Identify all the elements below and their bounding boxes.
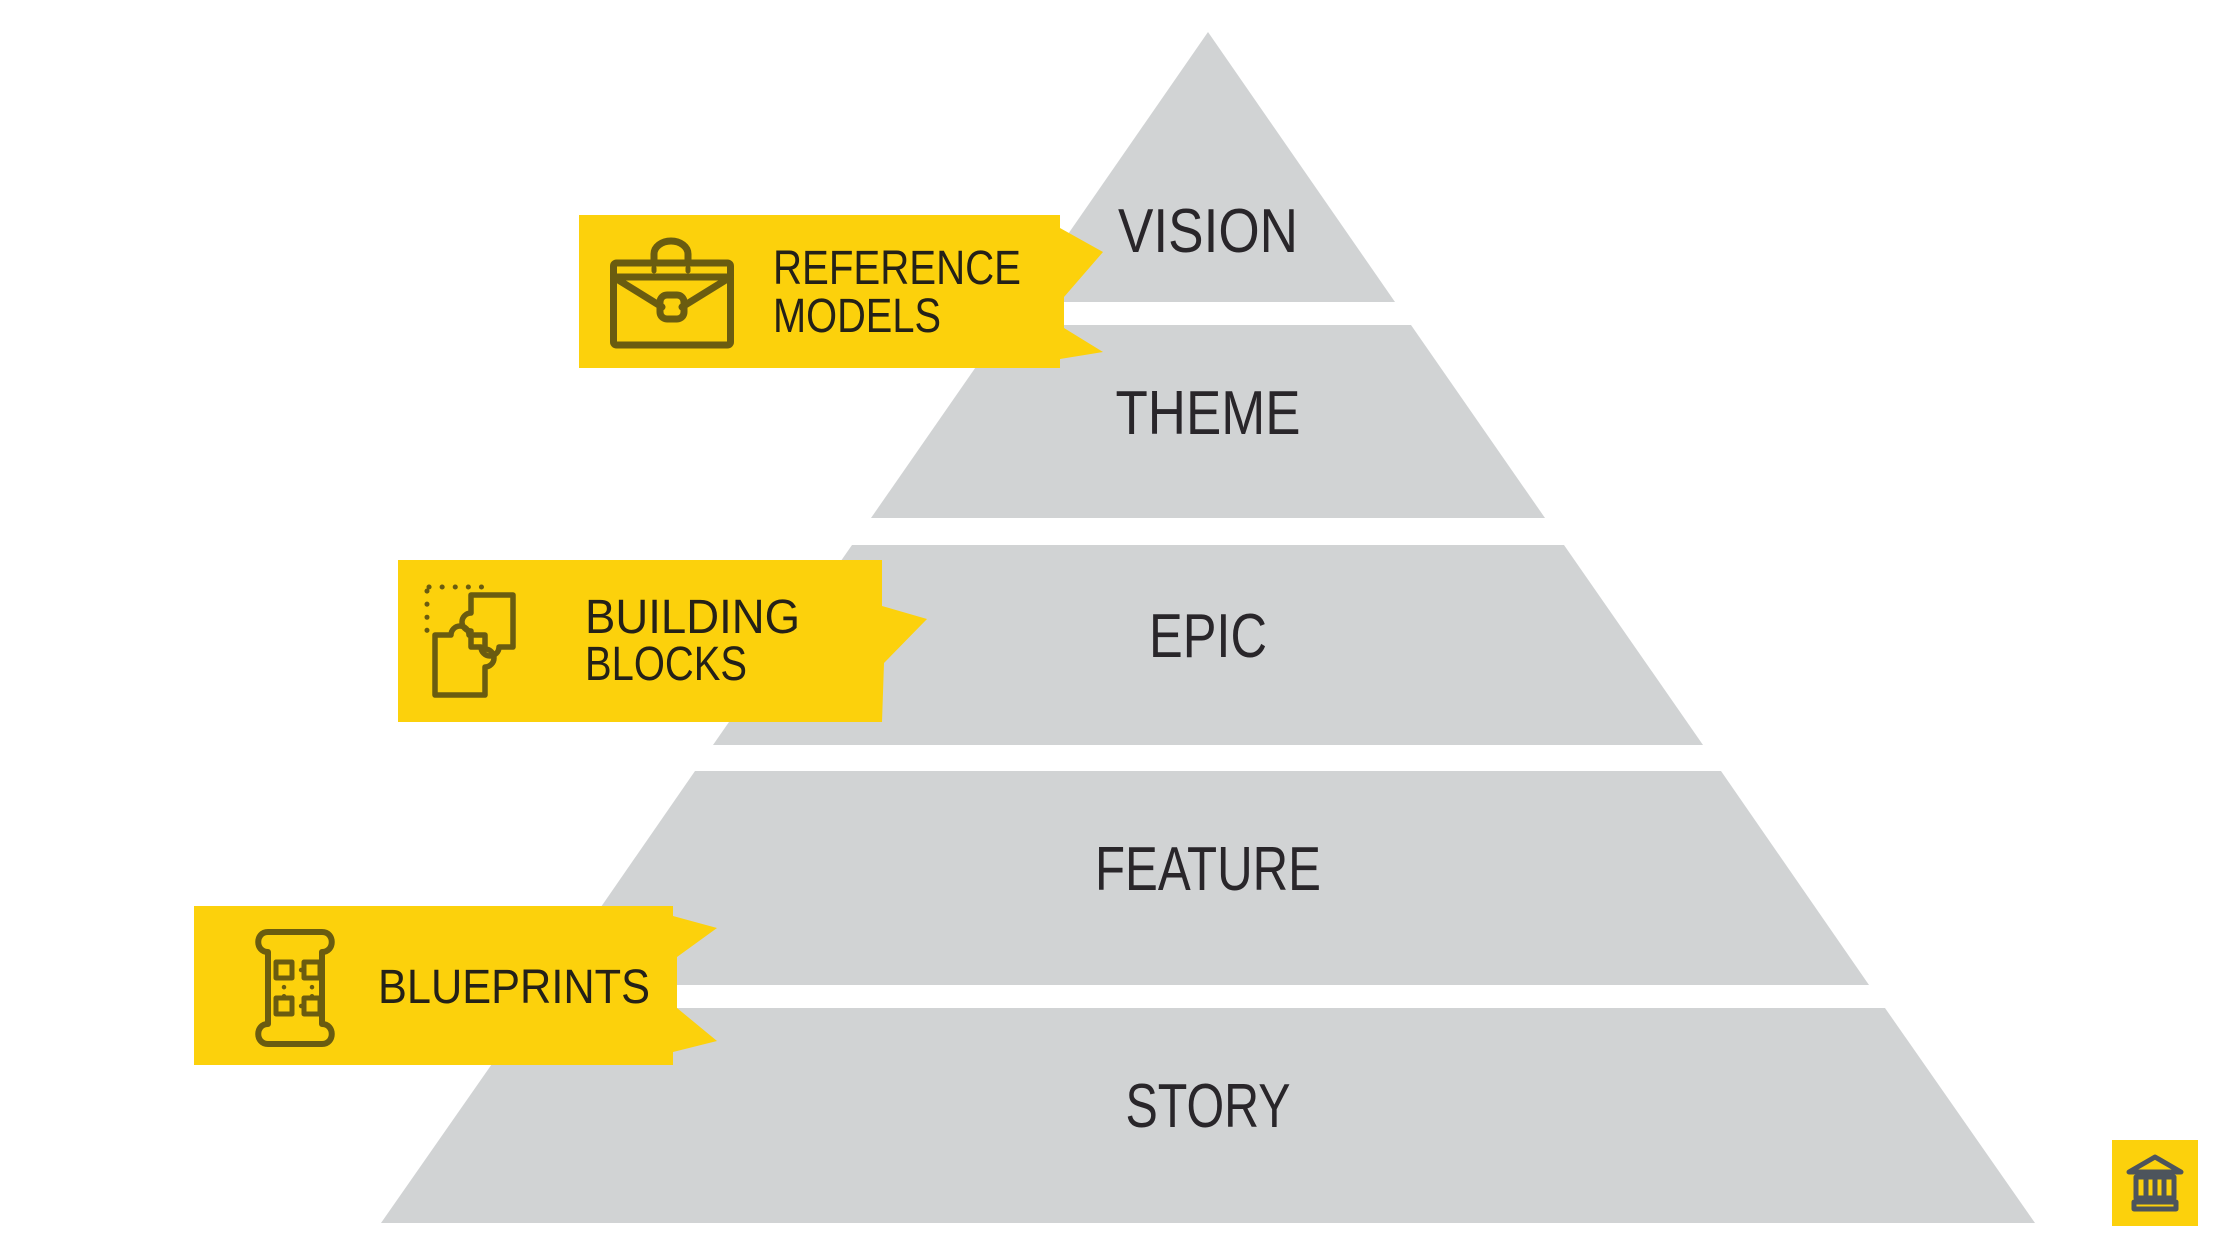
label-reference-models: REFERENCE MODELS <box>579 215 1103 368</box>
building-blocks-ribbon <box>398 560 927 722</box>
pyramid-level-theme-label: THEME <box>1116 379 1301 448</box>
pyramid-level-story-label: STORY <box>1126 1072 1291 1141</box>
pyramid-level-feature <box>547 771 1869 985</box>
briefcase-icon <box>610 237 734 349</box>
label-blueprints: BLUEPRINTS <box>194 906 717 1065</box>
building-blocks-label-line2: BLOCKS <box>585 638 747 691</box>
reference-models-label-line1: REFERENCE <box>773 242 1021 295</box>
blueprint-icon <box>255 929 335 1047</box>
reference-models-ribbon <box>579 215 1103 368</box>
pyramid-level-story <box>381 1008 2035 1223</box>
building-blocks-label-line1: BUILDING <box>585 591 800 644</box>
pyramid-level-vision-label: VISION <box>1118 197 1298 266</box>
pyramid-level-vision <box>1021 32 1395 302</box>
pyramid-level-epic <box>713 545 1703 745</box>
bank-button[interactable] <box>2112 1140 2198 1226</box>
pyramid-level-epic-label: EPIC <box>1149 602 1267 671</box>
pyramid-level-feature-label: FEATURE <box>1095 835 1321 904</box>
pyramid: VISION THEME EPIC FEATURE STORY <box>381 32 2035 1223</box>
blueprints-label: BLUEPRINTS <box>378 961 650 1014</box>
pyramid-level-theme <box>871 325 1545 518</box>
label-building-blocks: BUILDING BLOCKS <box>398 560 927 722</box>
reference-models-label-line2: MODELS <box>773 290 941 343</box>
bank-icon <box>2126 1154 2184 1212</box>
puzzle-icon <box>424 584 516 698</box>
